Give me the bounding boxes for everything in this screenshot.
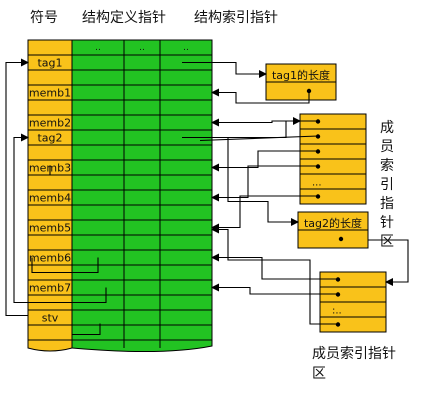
arrow-memb7-to-tag2	[13, 133, 107, 304]
header-struct-index-pointer: 结构索引指针	[194, 10, 278, 26]
symbol-table: tag1memb1memb2tag2memb3memb4memb5memb6me…	[27, 39, 213, 353]
pointer-arrows	[5, 58, 409, 336]
top-mark: ..	[95, 43, 101, 53]
memb6-loop	[31, 257, 99, 274]
arrow-length2-to-idx2	[368, 239, 409, 286]
pointer-boxes: tag1的长度... tag2的长度:..	[265, 63, 387, 333]
arrow-length1-to-memb1	[211, 88, 310, 104]
symbol-label-tag2: tag2	[37, 132, 62, 145]
member-index-label-char: 指	[380, 196, 394, 212]
member-index-label-char: 索	[380, 158, 394, 174]
arrow-tag2-to-idx1	[182, 117, 301, 139]
symbol-label-memb7: memb7	[29, 282, 71, 295]
stv-pointer-line	[72, 323, 101, 336]
header-symbol: 符号	[30, 10, 58, 26]
member-index-box-2: :..	[319, 271, 387, 333]
arrow-idx1-memb5	[211, 195, 318, 232]
header-struct-def-pointer: 结构定义指针	[82, 10, 166, 26]
symbol-label-memb2: memb2	[29, 117, 71, 130]
arrow-idx2-memb5	[211, 225, 338, 325]
arrow-stv-to-tag1	[5, 58, 29, 317]
member-index-area-label-2-tail: 区	[312, 366, 326, 382]
symbol-label-memb6: memb6	[29, 252, 71, 265]
top-mark: ..	[183, 43, 189, 53]
tag2-length-box-pointer-dot	[338, 236, 344, 242]
tag1-length-box-text: tag1的长度	[272, 68, 330, 82]
arrow-idx2-memb7	[211, 283, 338, 295]
symbol-label-memb1: memb1	[29, 87, 71, 100]
symbol-label-tag1: tag1	[37, 57, 62, 70]
arrow-tag1-to-length	[182, 61, 267, 78]
member-index-area-label-2: 成员索引指针	[312, 346, 396, 362]
tag1-length-box: tag1的长度	[265, 63, 337, 101]
symbol-label-stv: stv	[42, 312, 59, 325]
arrow-idx1-memb4	[211, 165, 318, 202]
symbol-label-memb4: memb4	[29, 192, 71, 205]
symbol-label-memb5: memb5	[29, 222, 71, 235]
tag2-length-box-text: tag2的长度	[304, 216, 362, 230]
tag2-length-box: tag2的长度	[297, 211, 369, 249]
pointer-columns	[71, 39, 213, 353]
arrow-idx1-memb3	[211, 150, 318, 172]
arrow-idx1-tag2	[199, 135, 319, 142]
member-index-box-1: ...	[299, 113, 367, 205]
member-index-box-1-row-text: ...	[312, 178, 322, 189]
member-index-label-char: 员	[380, 139, 394, 155]
member-index-box-2-row-text: :..	[332, 306, 342, 317]
member-index-label-char: 成	[380, 120, 394, 136]
member-index-label-char: 区	[380, 234, 394, 250]
arrow-to-tag2-length	[227, 137, 299, 226]
top-mark: ..	[139, 43, 145, 53]
member-index-label-char: 引	[380, 177, 394, 193]
member-index-label-char: 针	[380, 215, 394, 231]
arrow-idx2-memb6	[211, 253, 338, 280]
